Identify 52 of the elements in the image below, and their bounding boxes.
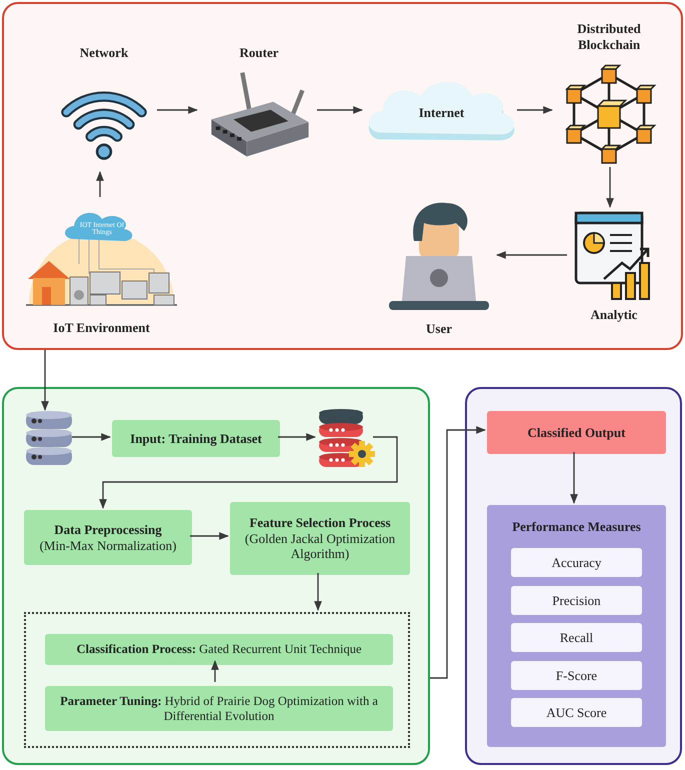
panel — [465, 387, 682, 765]
box-label: Classification Process: Gated Recurrent Unit Technique — [76, 642, 362, 657]
measure-box — [511, 623, 642, 652]
panel — [2, 2, 683, 350]
measure-box — [511, 586, 642, 615]
arrow — [496, 251, 567, 259]
node-label: Distributed Blockchain — [576, 20, 642, 54]
heading: Performance Measures — [511, 518, 642, 536]
arrow — [314, 573, 322, 611]
arrow — [211, 660, 219, 682]
arrow — [190, 532, 229, 540]
node-label: Analytic — [590, 306, 638, 324]
node-label: Internet — [418, 104, 466, 122]
box-label: F-Score — [556, 668, 598, 684]
arrow — [606, 167, 614, 208]
process-box — [24, 510, 192, 565]
process-box — [45, 686, 393, 731]
box-label: Accuracy — [552, 554, 602, 570]
panel — [2, 387, 430, 765]
box-label: Feature Selection Process — [249, 515, 391, 531]
box-label: Classified Output — [528, 424, 626, 440]
box-label: Data Preprocessing — [54, 522, 162, 538]
arrow — [41, 350, 49, 411]
box-label: AUC Score — [546, 704, 607, 720]
node-label: Router — [238, 44, 280, 62]
dashed-group-box — [24, 612, 410, 748]
arrow — [430, 426, 486, 679]
measures-panel — [487, 505, 666, 747]
arrow — [317, 106, 363, 114]
process-box — [45, 634, 393, 665]
node-label: IoT Environment — [52, 319, 151, 338]
arrow — [517, 106, 553, 114]
box-label: Input: Training Dataset — [130, 430, 262, 446]
node-label: User — [425, 320, 453, 338]
arrow — [157, 106, 198, 114]
box-label: Precision — [552, 592, 601, 608]
measure-box — [511, 661, 642, 690]
box-label: (Min-Max Normalization) — [40, 538, 176, 554]
arrow — [278, 433, 316, 441]
box-label: Parameter Tuning: Hybrid of Prairie Dog Optimization with a Differential Evolution — [59, 694, 379, 724]
output-box — [487, 411, 666, 454]
node-label: Network — [78, 44, 130, 62]
measure-box — [511, 698, 642, 727]
arrow — [99, 436, 398, 509]
measure-box — [511, 548, 642, 577]
arrow — [72, 433, 111, 441]
box-label: (Golden Jackal Optimization Algorithm) — [244, 530, 396, 562]
arrow — [570, 452, 578, 504]
box-label: Recall — [560, 630, 594, 646]
process-box — [112, 420, 280, 457]
arrow — [96, 171, 104, 197]
process-box — [230, 502, 410, 575]
